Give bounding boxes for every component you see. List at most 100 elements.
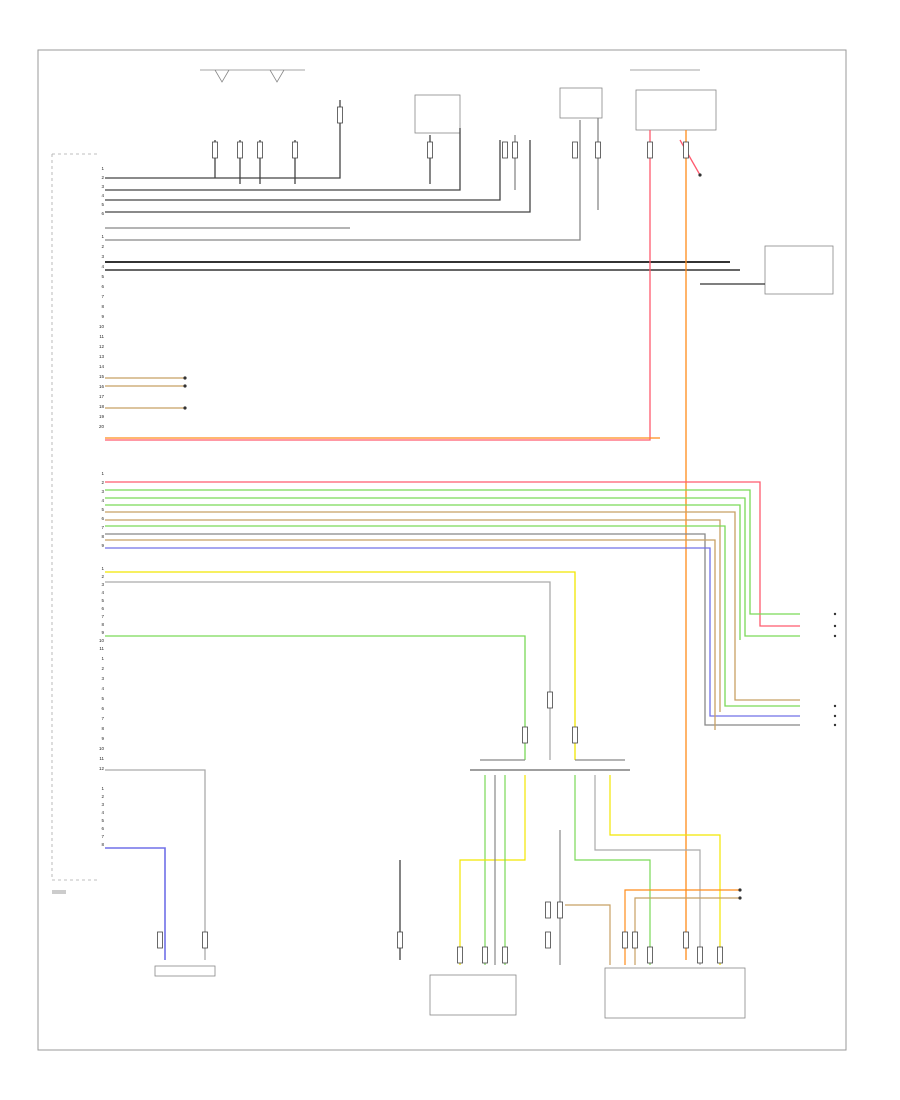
connector-plug: [482, 946, 488, 964]
pin-number: 5: [101, 202, 104, 207]
pin-number: 7: [101, 716, 104, 721]
pin-number: 4: [101, 590, 104, 595]
pin-number-column: 1234561234567891011121314151617181920123…: [99, 166, 105, 847]
pin-number: 6: [101, 826, 104, 831]
pin-number: 9: [101, 543, 104, 548]
pin-number: 18: [99, 404, 105, 409]
pin-number: 5: [101, 696, 104, 701]
pin-number: 17: [99, 394, 105, 399]
pin-number: 13: [99, 354, 105, 359]
connector-plug: [557, 901, 563, 919]
connector-plug: [717, 946, 723, 964]
pin-number: 16: [99, 384, 105, 389]
pin-number: 14: [99, 364, 105, 369]
pin-number: 8: [101, 622, 104, 627]
connector-plug: [337, 106, 343, 124]
pin-number: 7: [101, 614, 104, 619]
pin-number: 6: [101, 516, 104, 521]
pin-number: 8: [101, 842, 104, 847]
pin-number: 1: [101, 566, 104, 571]
connector-plug: [292, 141, 298, 159]
pin-number: 2: [101, 666, 104, 671]
pin-number: 1: [101, 656, 104, 661]
connector-plug: [257, 141, 263, 159]
pin-number: 5: [101, 598, 104, 603]
pin-number: 2: [101, 244, 104, 249]
pin-number: 10: [99, 324, 105, 329]
pin-number: 4: [101, 498, 104, 503]
pin-number: 4: [101, 264, 104, 269]
connector-plug: [545, 901, 551, 919]
connector-plug: [632, 931, 638, 949]
pin-number: 3: [101, 582, 104, 587]
connector-plug: [647, 946, 653, 964]
pin-number: 10: [99, 638, 105, 643]
pin-number: 5: [101, 818, 104, 823]
pin-number: 7: [101, 294, 104, 299]
pin-number: 4: [101, 686, 104, 691]
pin-number: 4: [101, 810, 104, 815]
pin-number: 15: [99, 374, 105, 379]
lower-harness: [399, 759, 740, 965]
pin-number: 5: [101, 507, 104, 512]
terminal-dots: [183, 173, 837, 900]
main-connector-label: [52, 890, 66, 894]
main-connector-outline: [51, 153, 100, 881]
pin-number: 6: [101, 706, 104, 711]
connector-plug: [697, 946, 703, 964]
pin-number: 1: [101, 166, 104, 171]
connector-plug: [572, 141, 578, 159]
pin-number: 8: [101, 726, 104, 731]
pin-number: 2: [101, 794, 104, 799]
pin-number: 1: [101, 471, 104, 476]
pin-number: 4: [101, 193, 104, 198]
pin-number: 9: [101, 736, 104, 741]
upper-harness-wires: [105, 100, 765, 285]
connector-plug: [427, 141, 433, 159]
connector-plug: [545, 931, 551, 949]
pin-number: 3: [101, 676, 104, 681]
connector-plug: [212, 141, 218, 159]
pin-number: 3: [101, 802, 104, 807]
connector-plug: [457, 946, 463, 964]
pin-number: 11: [99, 334, 104, 339]
pin-number: 12: [99, 344, 105, 349]
top-components: [154, 69, 834, 1019]
connector-plug: [595, 141, 601, 159]
connector-plug: [202, 931, 208, 949]
connector-plug: [157, 931, 163, 949]
pin-number: 5: [101, 274, 104, 279]
connector-plug: [397, 931, 403, 949]
pin-number: 2: [101, 480, 104, 485]
connector-plug: [502, 946, 508, 964]
pin-number: 12: [99, 766, 105, 771]
pin-number: 11: [99, 646, 104, 651]
pin-number: 10: [99, 746, 105, 751]
pin-number: 6: [101, 606, 104, 611]
pin-number: 9: [101, 314, 104, 319]
pin-number: 2: [101, 175, 104, 180]
diagram-frame: [37, 49, 847, 1051]
pin-number: 3: [101, 254, 104, 259]
connector-plug: [547, 691, 553, 709]
connector-plug: [683, 931, 689, 949]
connector-plug: [237, 141, 243, 159]
pin-number: 6: [101, 284, 104, 289]
pin-number: 1: [101, 786, 104, 791]
connector-plug: [522, 726, 528, 744]
pin-number: 9: [101, 630, 104, 635]
connector-plug: [622, 931, 628, 949]
pin-number: 11: [99, 756, 104, 761]
pin-number: 8: [101, 534, 104, 539]
pin-number: 19: [99, 414, 105, 419]
pin-number: 1: [101, 234, 104, 239]
pin-number: 7: [101, 834, 104, 839]
pin-number: 6: [101, 211, 104, 216]
pin-number: 8: [101, 304, 104, 309]
pin-number: 3: [101, 184, 104, 189]
connector-plug: [683, 141, 689, 159]
connector-plug: [512, 141, 518, 159]
pin-number: 3: [101, 489, 104, 494]
connector-plug: [572, 726, 578, 744]
